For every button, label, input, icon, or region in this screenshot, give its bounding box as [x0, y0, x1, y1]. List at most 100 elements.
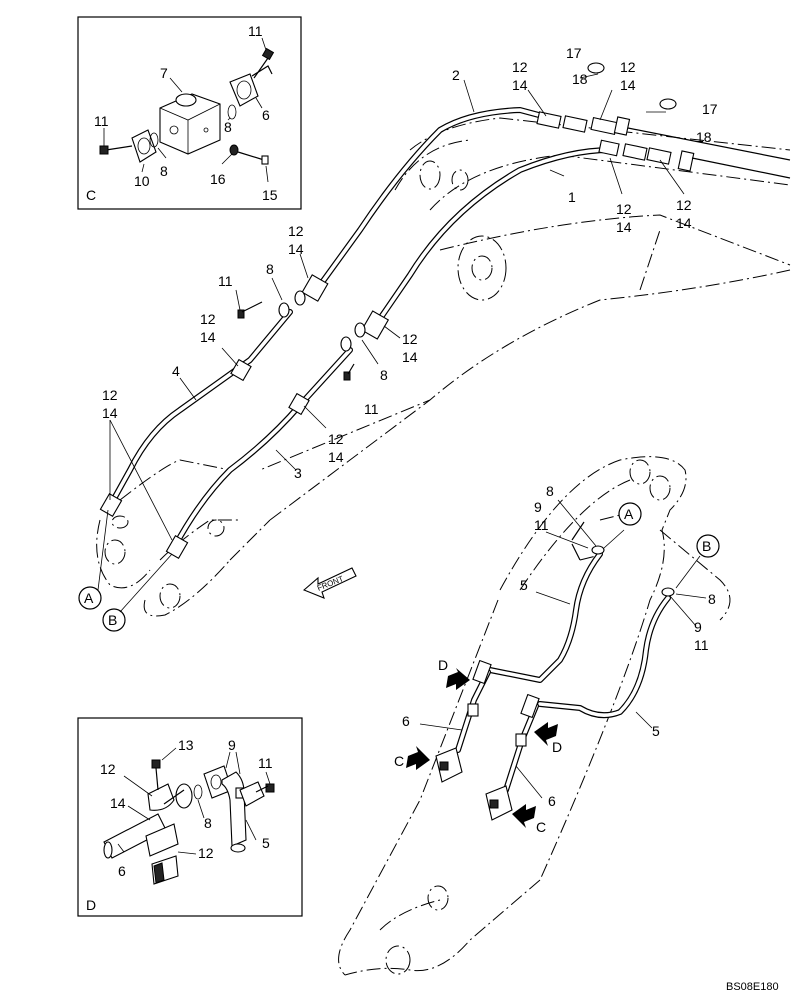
c-label-10: 10 — [134, 173, 150, 189]
marker-b-left-text: B — [108, 612, 117, 628]
arrow-c-lower-text: C — [536, 819, 546, 835]
main-label-12c: 12 — [616, 201, 632, 217]
d-label-5: 5 — [262, 835, 270, 851]
main-label-11b: 11 — [364, 401, 379, 417]
main-label-12h: 12 — [328, 431, 344, 447]
c-label-11a: 11 — [248, 23, 263, 39]
main-label-11a: 11 — [218, 273, 233, 289]
arrow-c-lower: C — [512, 804, 546, 835]
arm-label-11b: 11 — [694, 637, 709, 653]
main-label-14c: 14 — [616, 219, 632, 235]
bolt-11-top — [253, 47, 275, 79]
main-label-12a: 12 — [512, 59, 528, 75]
d-label-6: 6 — [118, 863, 126, 879]
detail-d: D — [77, 717, 303, 917]
arm-label-5b: 5 — [652, 723, 660, 739]
main-label-14f: 14 — [200, 329, 216, 345]
main-label-12g: 12 — [402, 331, 418, 347]
arm-hose-5-right — [537, 595, 671, 719]
marker-b-right-text: B — [702, 538, 711, 554]
main-label-12f: 12 — [200, 311, 216, 327]
c-label-8a: 8 — [224, 119, 232, 135]
o-ring-8 — [227, 104, 237, 120]
marker-a-right-text: A — [624, 506, 634, 522]
main-label-14i: 14 — [102, 405, 118, 421]
c-label-8b: 8 — [160, 163, 168, 179]
main-label-18b: 18 — [696, 129, 712, 145]
marker-a-right — [618, 502, 642, 526]
d-label-12a: 12 — [100, 761, 116, 777]
hose-3 — [172, 347, 353, 549]
front-arrow: FRONT — [302, 567, 357, 599]
arm-outline — [338, 456, 731, 976]
detail-c: C — [77, 16, 302, 210]
c-label-6: 6 — [262, 107, 270, 123]
arm-pipe-6-right — [503, 703, 539, 793]
main-label-12e: 12 — [288, 223, 304, 239]
drawing-code: BS08E180 — [726, 981, 779, 993]
d-label-8: 8 — [204, 815, 212, 831]
main-label-3: 3 — [294, 465, 302, 481]
marker-a-left-text: A — [84, 590, 94, 606]
arm-label-5a: 5 — [520, 577, 528, 593]
arrow-d-upper-text: D — [438, 657, 448, 673]
marker-b-left — [102, 608, 126, 632]
top-fittings — [536, 62, 791, 179]
d-label-9: 9 — [228, 737, 236, 753]
main-label-8b: 8 — [380, 367, 388, 383]
clamp-upper — [147, 759, 175, 811]
main-label-14a: 14 — [512, 77, 528, 93]
main-label-4: 4 — [172, 363, 180, 379]
arm-label-6a: 6 — [402, 713, 410, 729]
main-label-17a: 17 — [566, 45, 582, 61]
boom-pin-boss — [457, 235, 507, 301]
main-label-12d: 12 — [676, 197, 692, 213]
main-label-8a: 8 — [266, 261, 274, 277]
flange-d — [163, 765, 275, 853]
main-label-12i: 12 — [102, 387, 118, 403]
detail-d-frame — [77, 717, 303, 917]
bolt-15 — [229, 144, 269, 165]
arrow-d-upper: D — [438, 657, 470, 690]
main-label-1: 1 — [568, 189, 576, 205]
main-label-14e: 14 — [288, 241, 304, 257]
c-label-16: 16 — [210, 171, 226, 187]
d-label-13: 13 — [178, 737, 194, 753]
arrow-d-lower-text: D — [552, 739, 562, 755]
detail-c-frame — [77, 16, 302, 210]
main-label-18a: 18 — [572, 71, 588, 87]
boom-outline — [96, 117, 791, 617]
detail-c-title: C — [86, 187, 96, 203]
arrow-d-lower: D — [534, 722, 562, 755]
marker-b-right — [696, 534, 720, 558]
main-label-17b: 17 — [702, 101, 718, 117]
hose-2 — [315, 107, 553, 291]
d-label-11: 11 — [258, 755, 273, 771]
arm-label-9b: 9 — [694, 619, 702, 635]
main-label-14b: 14 — [620, 77, 636, 93]
hose-4 — [107, 309, 293, 509]
c-label-11b: 11 — [94, 113, 109, 129]
cap-17-lower — [659, 98, 677, 110]
clamp-lower — [145, 823, 179, 885]
flange-left — [131, 129, 159, 163]
main-label-2: 2 — [452, 67, 460, 83]
arrow-c-upper: C — [394, 746, 430, 770]
bolt-11-left — [99, 145, 133, 155]
marker-a-left — [78, 586, 102, 610]
cap-17-upper — [587, 62, 605, 74]
valve-block — [159, 93, 221, 155]
main-label-14h: 14 — [328, 449, 344, 465]
arrow-c-upper-text: C — [394, 753, 404, 769]
detail-d-title: D — [86, 897, 96, 913]
hose-1 — [372, 147, 613, 329]
d-label-12b: 12 — [198, 845, 214, 861]
arm-label-8a: 8 — [546, 483, 554, 499]
front-arrow-label: FRONT — [316, 574, 345, 593]
middle-fittings — [99, 274, 390, 560]
c-label-15: 15 — [262, 187, 278, 203]
arm-hose-5-left — [487, 551, 603, 683]
main-label-14d: 14 — [676, 215, 692, 231]
arm-label-8b: 8 — [708, 591, 716, 607]
